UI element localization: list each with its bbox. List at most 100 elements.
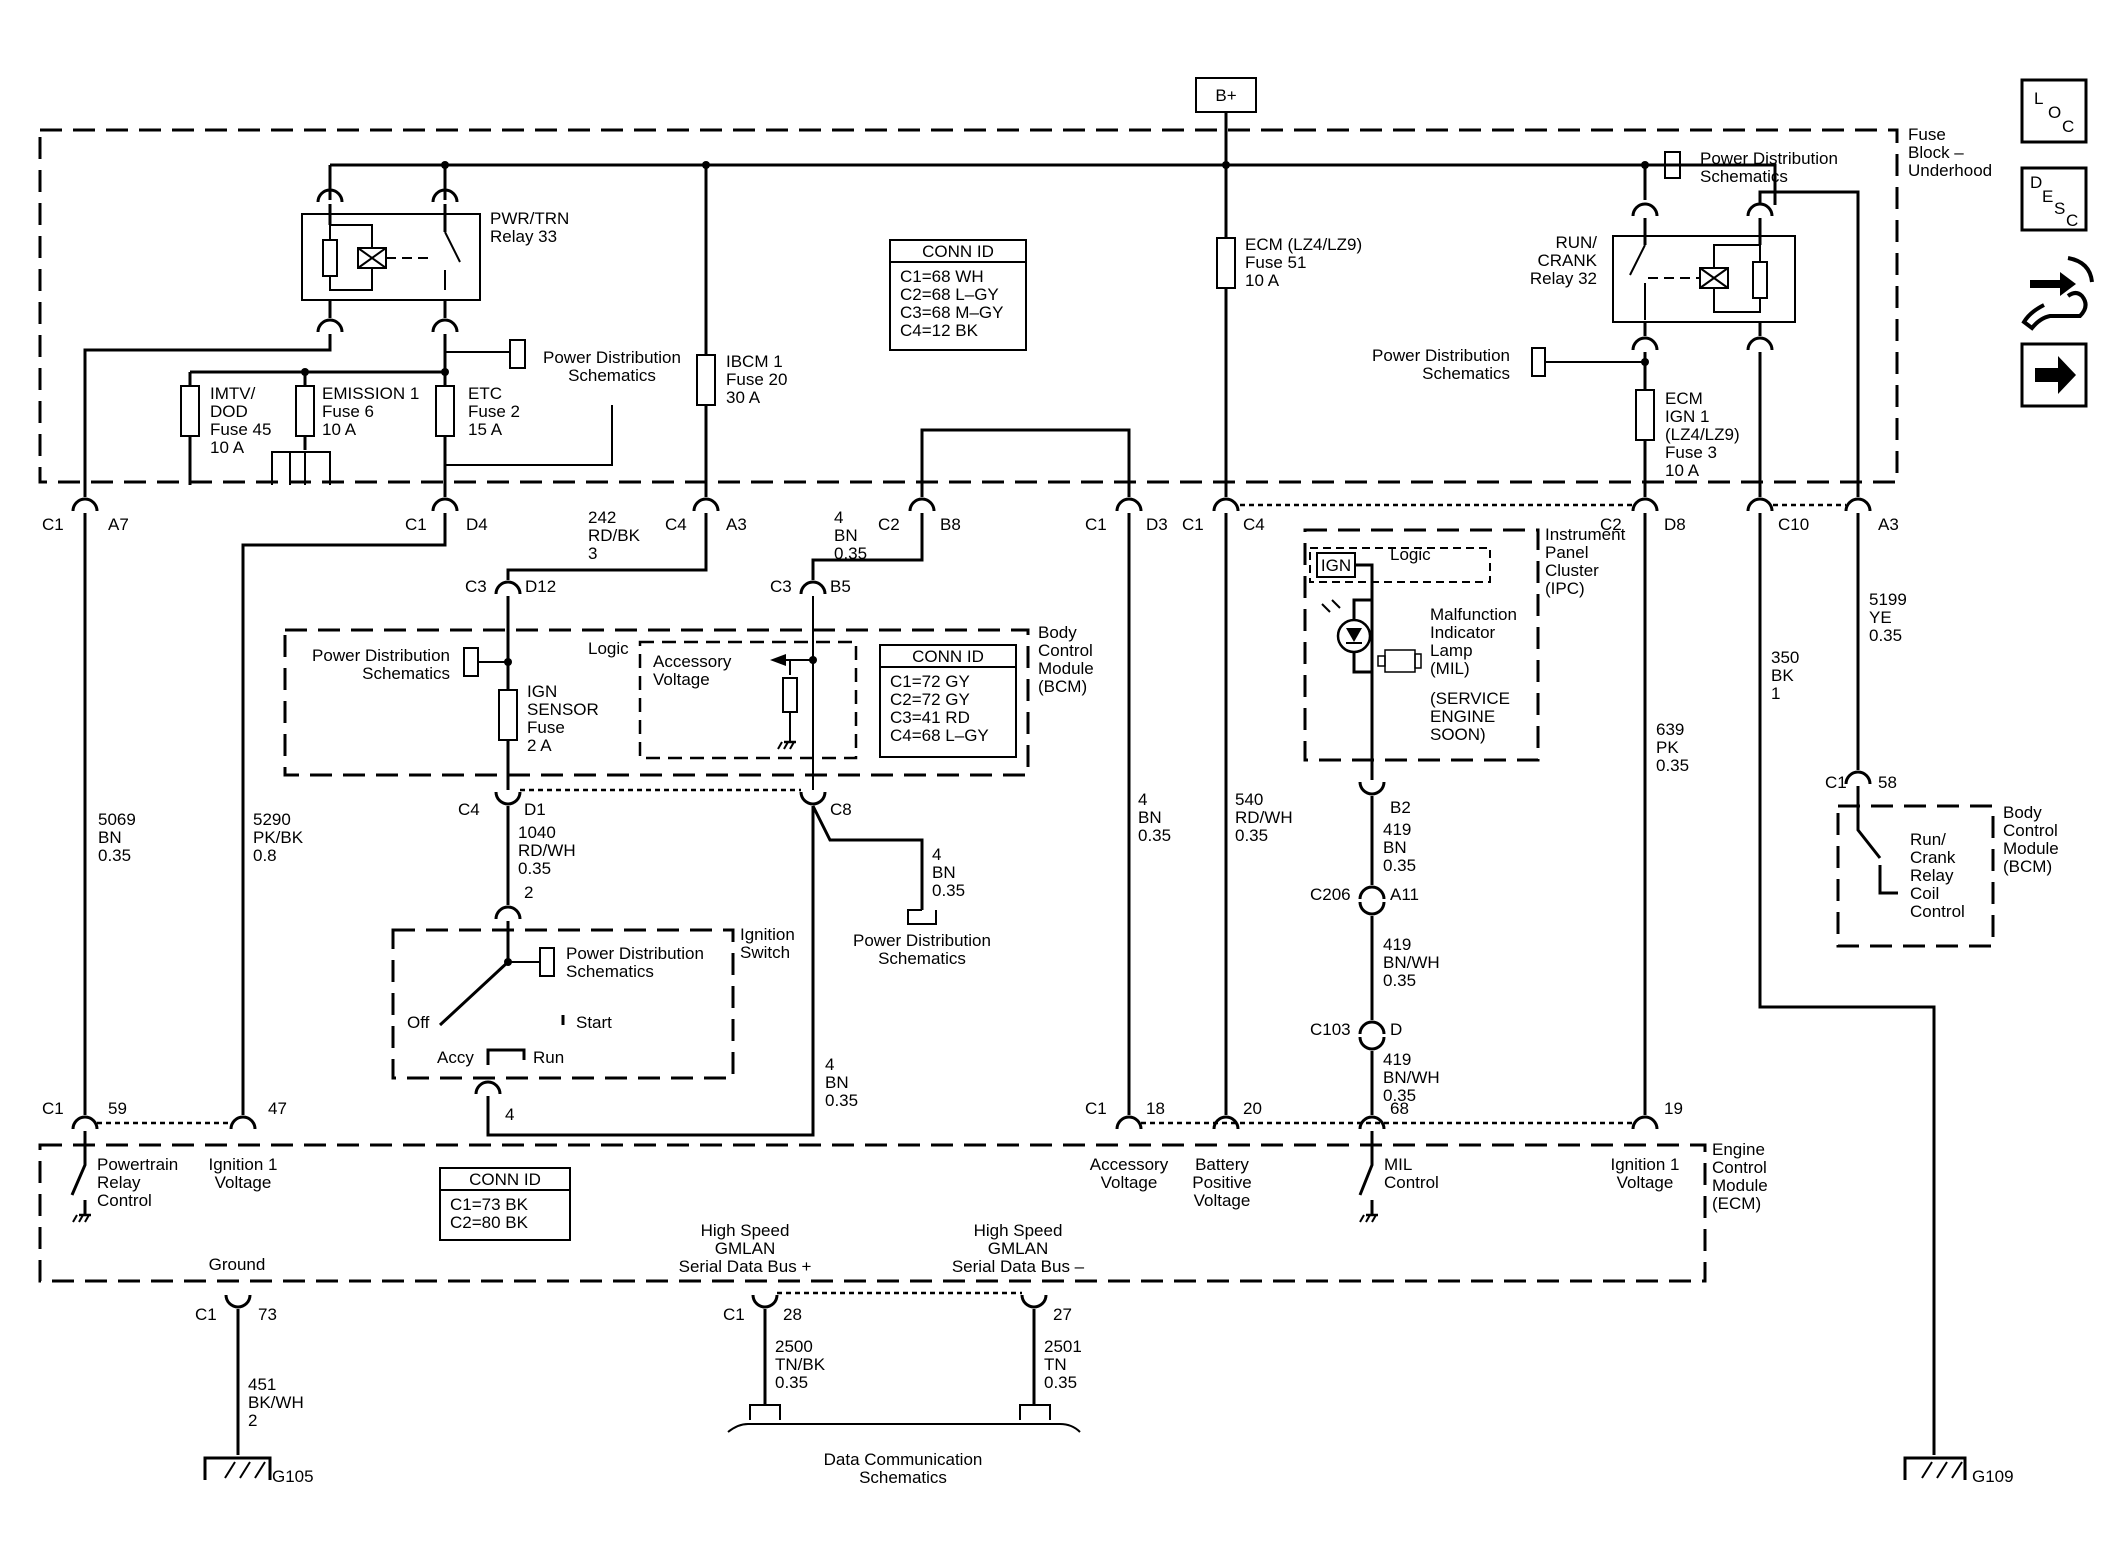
- svg-text:Voltage: Voltage: [1101, 1173, 1158, 1192]
- bcm-label: Body: [1038, 623, 1077, 642]
- connector-wrench-icon[interactable]: [2021, 256, 2094, 331]
- svg-text:0.35: 0.35: [1138, 826, 1171, 845]
- fuse-emission: [295, 385, 315, 437]
- power-dist-label-top: Power Distribution: [1700, 149, 1838, 168]
- svg-text:1: 1: [1771, 684, 1780, 703]
- wire-4-top: 4: [834, 508, 843, 527]
- svg-text:Fuse 2: Fuse 2: [468, 402, 520, 421]
- svg-text:Run/: Run/: [1910, 830, 1946, 849]
- svg-text:C2: C2: [1600, 515, 1622, 534]
- svg-text:(BCM): (BCM): [1038, 677, 1087, 696]
- svg-text:C1: C1: [1085, 1099, 1107, 1118]
- wire-419-a: 419: [1383, 820, 1411, 839]
- svg-text:Voltage: Voltage: [653, 670, 710, 689]
- svg-text:B8: B8: [940, 515, 961, 534]
- svg-text:0.35: 0.35: [825, 1091, 858, 1110]
- location-nav-button[interactable]: L O C: [2020, 78, 2088, 144]
- svg-text:Cluster: Cluster: [1545, 561, 1599, 580]
- bcm-right-boundary: [1836, 804, 1995, 948]
- fuse-block-boundary: [38, 128, 1899, 484]
- svg-text:Logic: Logic: [1390, 545, 1431, 564]
- run-crank-relay: [1612, 202, 1796, 352]
- svg-text:CONN ID: CONN ID: [912, 647, 984, 666]
- svg-text:G109: G109: [1972, 1467, 2014, 1486]
- svg-text:TN: TN: [1044, 1355, 1067, 1374]
- svg-text:Block –: Block –: [1908, 143, 1964, 162]
- svg-text:C1: C1: [405, 515, 427, 534]
- svg-text:2: 2: [524, 883, 533, 902]
- svg-text:0.35: 0.35: [1235, 826, 1268, 845]
- ground-g105-icon: [203, 1456, 272, 1480]
- svg-text:Control: Control: [2003, 821, 2058, 840]
- svg-text:Positive: Positive: [1192, 1173, 1252, 1192]
- wire-2500: 2500: [775, 1337, 813, 1356]
- svg-text:RD/WH: RD/WH: [1235, 808, 1293, 827]
- description-nav-button[interactable]: D E S C: [2020, 166, 2088, 232]
- power-dist-label-relay32: Power Distribution: [1372, 346, 1510, 365]
- svg-text:0.35: 0.35: [1044, 1373, 1077, 1392]
- svg-text:(MIL): (MIL): [1430, 659, 1470, 678]
- wire-5069: 5069: [98, 810, 136, 829]
- svg-text:Control: Control: [1910, 902, 1965, 921]
- svg-text:Ground: Ground: [209, 1255, 266, 1274]
- svg-text:C2=72 GY: C2=72 GY: [890, 690, 970, 709]
- svg-text:Schematics: Schematics: [859, 1468, 947, 1487]
- svg-text:Off: Off: [407, 1013, 430, 1032]
- svg-text:0.8: 0.8: [253, 846, 277, 865]
- svg-text:Serial Data Bus –: Serial Data Bus –: [952, 1257, 1085, 1276]
- fuse-ecm: [1216, 237, 1236, 289]
- wire-540: 540: [1235, 790, 1263, 809]
- svg-text:Ignition 1: Ignition 1: [1611, 1155, 1680, 1174]
- svg-text:C1: C1: [42, 1099, 64, 1118]
- wire-1040: 1040: [518, 823, 556, 842]
- svg-text:Voltage: Voltage: [215, 1173, 272, 1192]
- fuse-etc: [435, 385, 455, 437]
- wire-419-b: 419: [1383, 935, 1411, 954]
- power-dist-label-c8: Power Distribution: [853, 931, 991, 950]
- svg-text:B2: B2: [1390, 798, 1411, 817]
- wire-5199: 5199: [1869, 590, 1907, 609]
- next-page-arrow-button[interactable]: [2020, 342, 2088, 408]
- svg-text:BN: BN: [825, 1073, 849, 1092]
- run-crank-relay-label: RUN/: [1555, 233, 1597, 252]
- svg-text:YE: YE: [1869, 608, 1892, 627]
- svg-text:73: 73: [258, 1305, 277, 1324]
- svg-text:GMLAN: GMLAN: [988, 1239, 1048, 1258]
- data-comm-label: Data Communication: [824, 1450, 983, 1469]
- wire-4-d3: 4: [1138, 790, 1147, 809]
- bcm-right-label: Body: [2003, 803, 2042, 822]
- svg-text:IMTV/: IMTV/: [210, 384, 256, 403]
- svg-text:Indicator: Indicator: [1430, 623, 1496, 642]
- svg-text:S: S: [2054, 199, 2065, 218]
- svg-text:59: 59: [108, 1099, 127, 1118]
- svg-text:Relay: Relay: [1910, 866, 1954, 885]
- svg-text:A3: A3: [1878, 515, 1899, 534]
- svg-text:Accessory: Accessory: [1090, 1155, 1169, 1174]
- wire-451: 451: [248, 1375, 276, 1394]
- svg-text:D1: D1: [524, 800, 546, 819]
- svg-text:D4: D4: [466, 515, 488, 534]
- svg-text:(ECM): (ECM): [1712, 1194, 1761, 1213]
- svg-text:0.35: 0.35: [1383, 1086, 1416, 1105]
- svg-text:Relay 32: Relay 32: [1530, 269, 1597, 288]
- svg-text:BK/WH: BK/WH: [248, 1393, 304, 1412]
- svg-text:C4: C4: [1243, 515, 1265, 534]
- svg-text:47: 47: [268, 1099, 287, 1118]
- wire-4-switch: 4: [825, 1055, 834, 1074]
- svg-text:(SERVICE: (SERVICE: [1430, 689, 1510, 708]
- ecm-label: Engine: [1712, 1140, 1765, 1159]
- svg-text:0.35: 0.35: [1869, 626, 1902, 645]
- svg-text:C1: C1: [1825, 773, 1847, 792]
- wire-639: 639: [1656, 720, 1684, 739]
- svg-text:C1=73 BK: C1=73 BK: [450, 1195, 529, 1214]
- svg-text:ECM (LZ4/LZ9): ECM (LZ4/LZ9): [1245, 235, 1362, 254]
- svg-text:C1: C1: [1085, 515, 1107, 534]
- svg-text:(LZ4/LZ9): (LZ4/LZ9): [1665, 425, 1740, 444]
- svg-text:18: 18: [1146, 1099, 1165, 1118]
- svg-text:RD/WH: RD/WH: [518, 841, 576, 860]
- svg-text:C1: C1: [42, 515, 64, 534]
- svg-text:BN: BN: [1383, 838, 1407, 857]
- svg-text:C8: C8: [830, 800, 852, 819]
- svg-text:Schematics: Schematics: [566, 962, 654, 981]
- svg-text:Underhood: Underhood: [1908, 161, 1992, 180]
